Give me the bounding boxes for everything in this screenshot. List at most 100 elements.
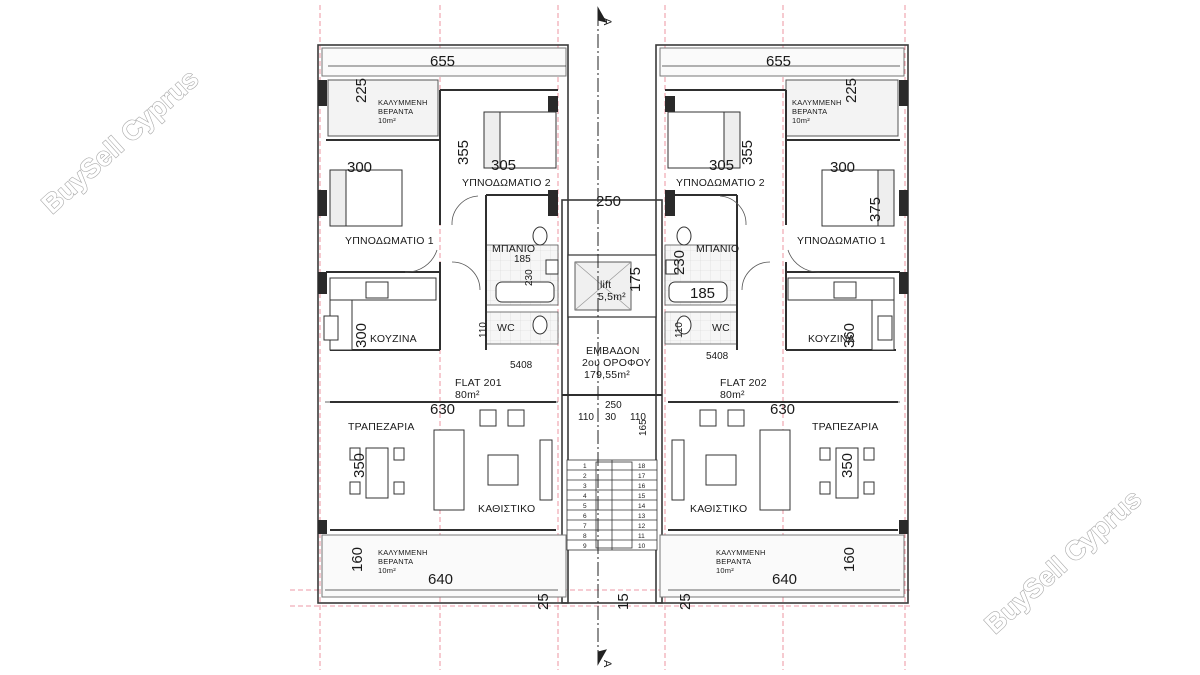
dim-edge-center: 15 — [615, 593, 632, 610]
veranda-bottom-left-area: 10m² — [378, 566, 396, 575]
dim-bedroom2-depth-left: 355 — [455, 140, 472, 165]
bedroom-1-left-label: ΥΠΝΟΔΩΜΑΤΙΟ 1 — [345, 235, 434, 247]
dim-stair-d: 165 — [638, 419, 649, 436]
dim-kitchen-depth-right: 360 — [841, 323, 858, 348]
dining-tables — [349, 447, 875, 499]
stair-step-numbers: 1 2 3 4 5 6 7 8 9 18 17 16 15 14 13 12 1… — [583, 463, 646, 550]
stair-step: 18 — [638, 463, 646, 470]
dim-stair-total: 250 — [605, 400, 622, 411]
living-right-label: ΚΑΘΙΣΤΙΚΟ — [690, 503, 747, 515]
dim-kitchen-depth-left: 300 — [353, 323, 370, 348]
lift-area: 5,5m² — [598, 291, 626, 303]
staircase — [566, 459, 658, 551]
veranda-top-right-area: 10m² — [792, 116, 810, 125]
dim-veranda-depth-right: 225 — [843, 78, 860, 103]
watermark-top-left: BuySell Cyprus — [36, 64, 204, 220]
balconies — [321, 47, 905, 598]
dining-right-label: ΤΡΑΠΕΖΑΡΙΑ — [812, 421, 879, 433]
living-left-label: ΚΑΘΙΣΤΙΚΟ — [478, 503, 535, 515]
dim-code-right: 5408 — [706, 351, 729, 362]
bathroom-right-label: ΜΠΑΝΙΟ — [696, 243, 739, 255]
kitchen-right-label: ΚΟΥΖΙΝΑ — [808, 333, 855, 345]
veranda-top-left-label-1: ΚΑΛΥΜΜΕΝΗ — [378, 98, 428, 107]
floor-area-line-2: 2ου ΟΡΟΦΟΥ — [582, 357, 651, 369]
veranda-top-right-label-2: ΒΕΡΑΝΤΑ — [792, 107, 827, 116]
flat-202-area: 80m² — [720, 389, 745, 401]
stair-step: 1 — [583, 463, 587, 470]
floor-area-line-3: 179,55m² — [584, 369, 630, 381]
floor-area-line-1: ΕΜΒΑΔΟΝ — [586, 345, 640, 357]
dim-bottom-width-right: 640 — [772, 571, 797, 588]
dim-bedroom2-depth-right: 355 — [739, 140, 756, 165]
stair-step: 6 — [583, 513, 587, 520]
lift-label: lift — [600, 279, 611, 291]
kitchen-counters — [323, 277, 895, 351]
section-marker-top: A — [601, 18, 613, 26]
wc-right-label: WC — [712, 322, 730, 334]
dim-bedroom1-width-left: 300 — [347, 159, 372, 176]
stair-step: 11 — [638, 533, 645, 540]
dim-stair-c: 110 — [630, 412, 646, 423]
stair-step: 13 — [638, 513, 646, 520]
flat-202-name: FLAT 202 — [720, 377, 767, 389]
stair-step: 15 — [638, 493, 646, 500]
stair-step: 14 — [638, 503, 646, 510]
dim-code-left: 5408 — [510, 360, 533, 371]
kitchen-left-label: ΚΟΥΖΙΝΑ — [370, 333, 417, 345]
veranda-bottom-right-label-1: ΚΑΛΥΜΜΕΝΗ — [716, 548, 766, 557]
dim-veranda-depth-left: 225 — [353, 78, 370, 103]
building-shell — [317, 44, 909, 604]
bedroom-1-right-label: ΥΠΝΟΔΩΜΑΤΙΟ 1 — [797, 235, 886, 247]
veranda-top-left-area: 10m² — [378, 116, 396, 125]
watermark-bottom-right: BuySell Cyprus — [979, 484, 1147, 640]
stair-step: 10 — [638, 543, 646, 550]
dim-bedroom2-width-right: 305 — [709, 157, 734, 174]
dim-bath-right-b: 230 — [671, 250, 688, 275]
stair-step: 8 — [583, 533, 587, 540]
beds — [329, 111, 895, 227]
columns — [318, 80, 908, 534]
dim-bottom-width-left: 640 — [428, 571, 453, 588]
dim-wc-left: 110 — [478, 322, 489, 338]
door-swings — [404, 195, 821, 291]
stair-step: 12 — [638, 523, 646, 530]
dim-edge-left: 25 — [535, 593, 552, 610]
wc-left-label: WC — [497, 322, 515, 334]
fixtures — [495, 226, 728, 335]
covered-verandas — [327, 79, 899, 137]
dining-left-label: ΤΡΑΠΕΖΑΡΙΑ — [348, 421, 415, 433]
dim-stair-a: 110 — [578, 412, 594, 423]
stair-step: 7 — [583, 523, 587, 530]
dim-corridor: 250 — [596, 193, 621, 210]
stair-step: 2 — [583, 473, 587, 480]
dim-bath-left-b: 230 — [524, 269, 535, 286]
dim-living-width-left: 630 — [430, 401, 455, 418]
bedroom-2-left-label: ΥΠΝΟΔΩΜΑΤΙΟ 2 — [462, 177, 551, 189]
stair-step: 4 — [583, 493, 587, 500]
dim-stair-b: 30 — [605, 412, 617, 423]
stair-step: 9 — [583, 543, 587, 550]
veranda-bottom-left-label-1: ΚΑΛΥΜΜΕΝΗ — [378, 548, 428, 557]
dim-front-veranda-right: 160 — [841, 547, 858, 572]
stair-step: 17 — [638, 473, 646, 480]
dim-wc-right: 110 — [674, 322, 685, 338]
bathroom-left-label: ΜΠΑΝΙΟ — [492, 243, 535, 255]
lift-shaft — [567, 254, 657, 318]
flat-201-name: FLAT 201 — [455, 377, 502, 389]
dim-bath-left-a: 185 — [514, 254, 531, 265]
dim-top-left-width: 655 — [430, 53, 455, 70]
stair-step: 16 — [638, 483, 646, 490]
living-furniture — [433, 409, 791, 511]
veranda-bottom-right-area: 10m² — [716, 566, 734, 575]
dim-front-veranda-left: 160 — [349, 547, 366, 572]
dim-dining-depth-left: 350 — [351, 453, 368, 478]
dim-bedroom1-depth-right: 375 — [867, 197, 884, 222]
dim-bedroom1-width-right: 300 — [830, 159, 855, 176]
dim-lift-depth: 175 — [627, 267, 644, 292]
dim-bedroom2-width-left: 305 — [491, 157, 516, 174]
stair-step: 5 — [583, 503, 587, 510]
dim-dining-depth-right: 350 — [839, 453, 856, 478]
section-marker-bottom: A — [601, 660, 613, 668]
veranda-top-right-label-1: ΚΑΛΥΜΜΕΝΗ — [792, 98, 842, 107]
